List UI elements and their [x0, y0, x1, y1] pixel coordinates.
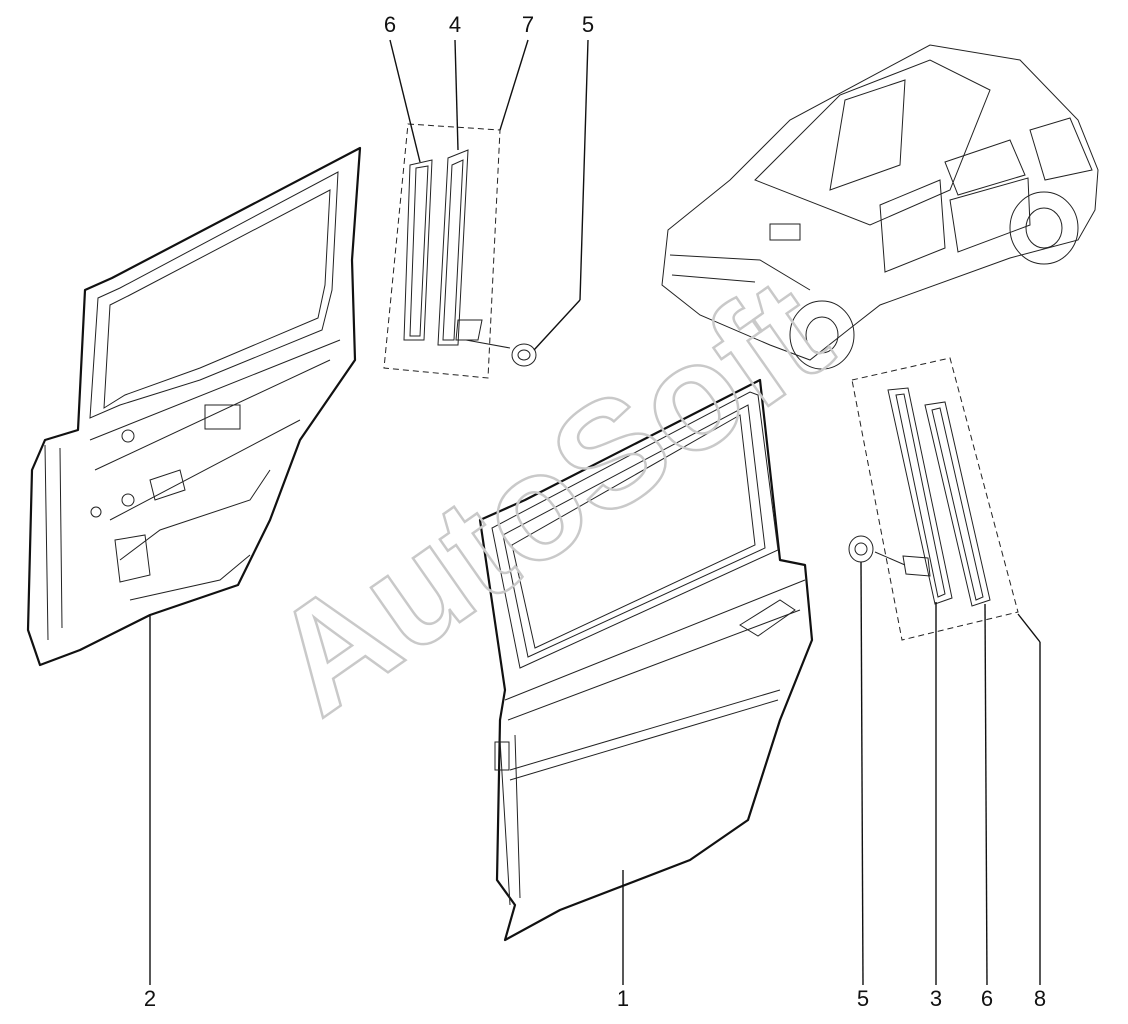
callout-6-bottom: 6 — [981, 986, 993, 1011]
leader-lines — [149, 39, 1041, 986]
callout-7-top: 7 — [522, 12, 534, 37]
outer-door-panel — [478, 378, 814, 942]
callout-5-top: 5 — [582, 12, 594, 37]
callout-8-bottom: 8 — [1034, 986, 1046, 1011]
vehicle-illustration — [661, 44, 1099, 370]
inner-door-panel — [26, 146, 362, 667]
callout-1-bottom: 1 — [617, 986, 629, 1011]
callout-5-bottom: 5 — [857, 986, 869, 1011]
top-seal-kit — [383, 123, 537, 379]
callout-2-bottom: 2 — [144, 986, 156, 1011]
callout-3-bottom: 3 — [930, 986, 942, 1011]
callout-6-top: 6 — [384, 12, 396, 37]
bottom-seal-kit — [848, 357, 1019, 641]
callout-4-top: 4 — [449, 12, 461, 37]
